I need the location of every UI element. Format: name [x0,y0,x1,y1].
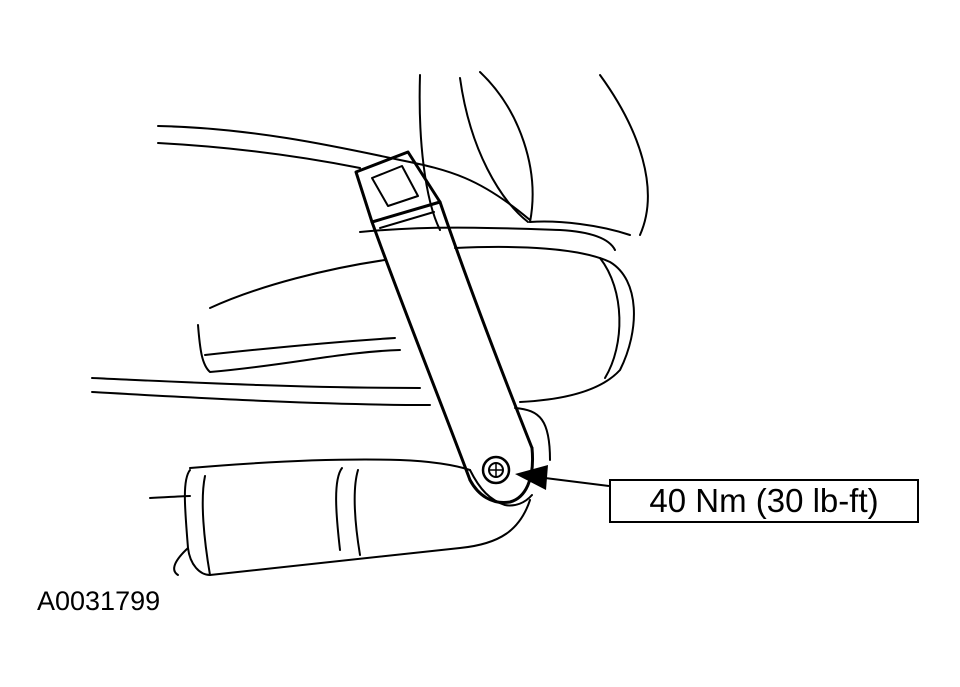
bolt-icon [481,455,511,485]
torque-callout: 40 Nm (30 lb-ft) [609,479,919,523]
buckle-stalk [354,150,535,505]
callout-arrow [515,465,610,490]
seat-back [418,71,649,236]
figure-id: A0031799 [37,586,161,616]
side-shield [149,458,533,576]
seat-cushion [91,125,635,461]
